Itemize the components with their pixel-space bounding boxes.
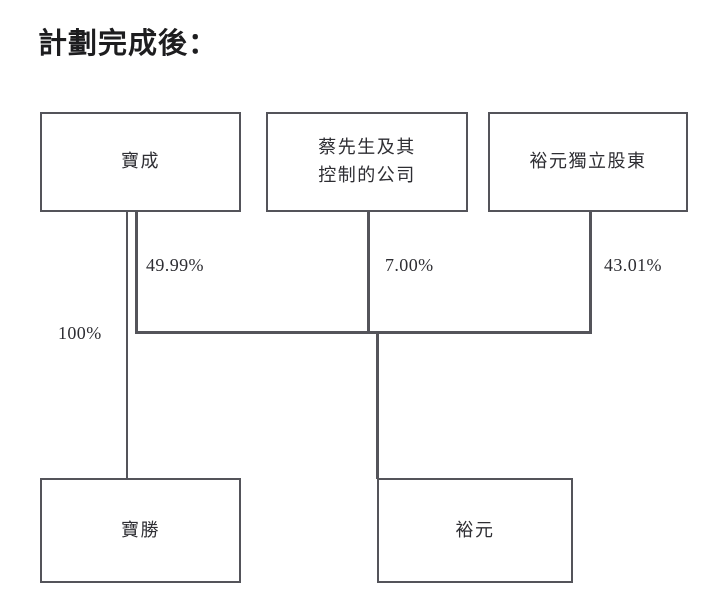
connector-baocheng-to-baosheng — [126, 211, 128, 479]
connector-bus-to-yuyuan — [376, 331, 379, 479]
node-yuyuan-label: 裕元 — [455, 519, 495, 540]
node-baocheng: 寶成 — [40, 112, 241, 212]
node-baosheng-label: 寶勝 — [121, 519, 160, 540]
node-yuyuan-independent-shareholders: 裕元獨立股東 — [488, 112, 688, 212]
edge-label-mrcai-to-yuyuan: 7.00% — [385, 255, 434, 275]
connector-mrcai-to-bus — [367, 211, 370, 333]
connector-bus-horizontal — [135, 331, 592, 334]
node-baocheng-label: 寶成 — [121, 151, 160, 172]
edge-label-baocheng-to-baosheng: 100% — [58, 323, 102, 343]
node-mr-cai-and-controlled-companies-label: 蔡先生及其 控制的公司 — [318, 137, 416, 185]
node-mr-cai-and-controlled-companies: 蔡先生及其 控制的公司 — [266, 112, 468, 212]
connector-yuyuanpub-to-bus — [589, 211, 592, 333]
edge-label-baocheng-to-yuyuan: 49.99% — [146, 255, 204, 275]
page-title: 計劃完成後： — [38, 28, 219, 60]
node-yuyuan-independent-shareholders-label: 裕元獨立股東 — [529, 151, 647, 172]
node-yuyuan: 裕元 — [377, 478, 573, 583]
connector-baocheng-to-bus — [135, 211, 138, 333]
node-baosheng: 寶勝 — [40, 478, 241, 583]
edge-label-yuyuanpub-to-yuyuan: 43.01% — [604, 255, 662, 275]
